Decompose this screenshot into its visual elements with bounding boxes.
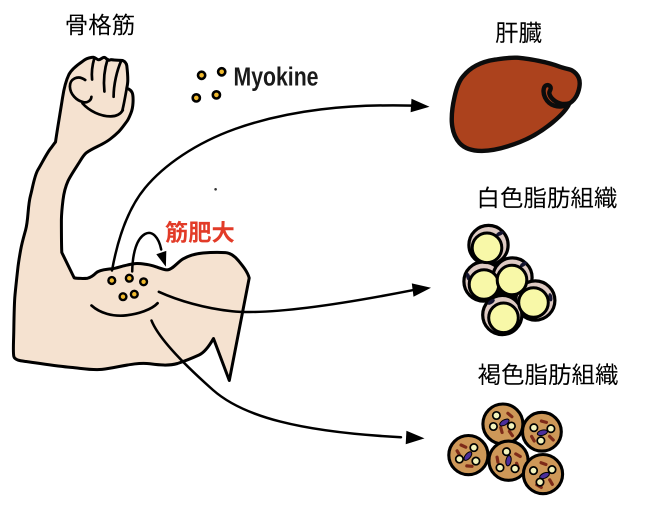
svg-text:Myokine: Myokine (234, 63, 319, 91)
